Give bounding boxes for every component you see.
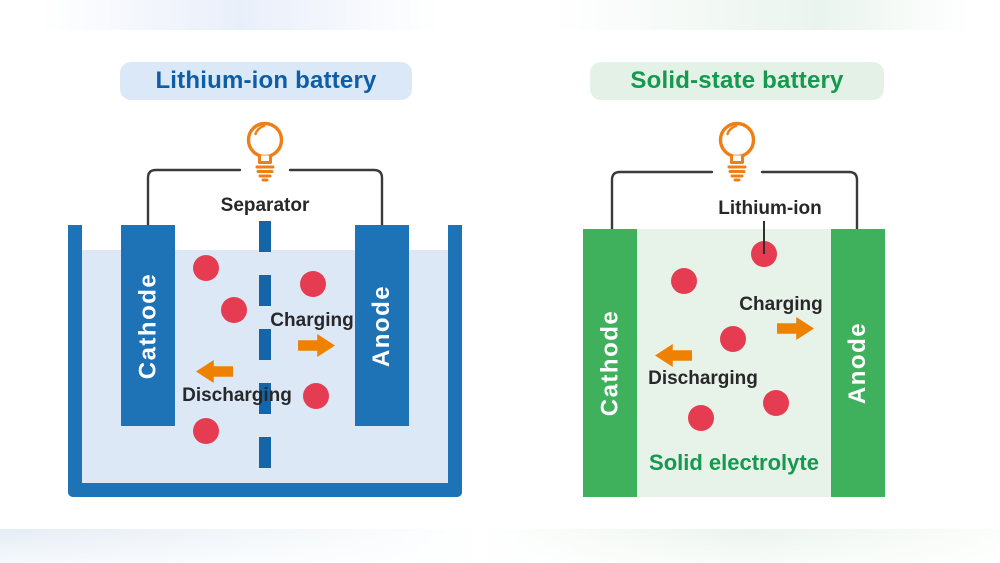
charging-label-right: Charging	[739, 294, 823, 315]
lithium-ion-particle	[671, 268, 697, 294]
cathode-bar-right: Cathode	[583, 229, 637, 497]
lithium-ion-particle	[300, 271, 326, 297]
background-gradient-bottom	[0, 529, 1000, 563]
light-bulb-icon	[718, 121, 756, 182]
discharging-label-right: Discharging	[648, 368, 758, 389]
lithium-ion-particle	[688, 405, 714, 431]
electrolyte-container	[68, 225, 462, 497]
lithium-ion-pointer-line	[763, 221, 765, 254]
discharging-label-left: Discharging	[182, 385, 292, 406]
circuit-wire-right	[610, 170, 859, 232]
lithium-ion-particle	[193, 418, 219, 444]
lithium-ion-particle	[303, 383, 329, 409]
lithium-ion-title-badge: Lithium-ion battery	[120, 62, 412, 100]
separator-label: Separator	[220, 195, 310, 216]
lithium-ion-particle	[221, 297, 247, 323]
lithium-ion-particle	[763, 390, 789, 416]
anode-bar-right: Anode	[831, 229, 885, 497]
charging-label-left: Charging	[270, 310, 354, 331]
anode-bar-left: Anode	[355, 225, 409, 426]
lithium-ion-title-text: Lithium-ion battery	[155, 67, 377, 94]
cathode-bar-left: Cathode	[121, 225, 175, 426]
lithium-ion-particle	[193, 255, 219, 281]
solid-electrolyte-label: Solid electrolyte	[649, 450, 819, 475]
lithium-ion-particle	[720, 326, 746, 352]
separator-dashed-line	[259, 221, 271, 471]
light-bulb-icon	[246, 121, 284, 182]
circuit-wire-left	[146, 168, 384, 232]
lithium-ion-particle-label: Lithium-ion	[718, 198, 822, 219]
solid-state-title-badge: Solid-state battery	[590, 62, 884, 100]
background-gradient-top	[0, 0, 1000, 30]
solid-state-title-text: Solid-state battery	[630, 67, 844, 94]
